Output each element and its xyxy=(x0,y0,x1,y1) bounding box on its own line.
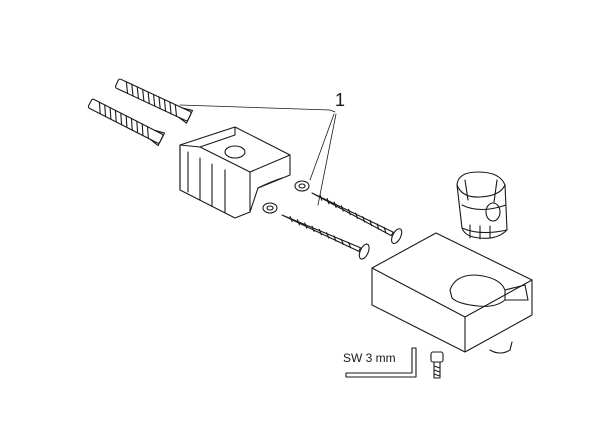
callout-1: 1 xyxy=(179,90,345,206)
leader-to-washer xyxy=(309,113,335,181)
washer-lower xyxy=(262,202,278,214)
set-screw xyxy=(430,351,444,379)
shower-holder-clip xyxy=(456,171,508,240)
tool-label: SW 3 mm xyxy=(343,351,396,365)
leader-to-screw xyxy=(317,113,337,206)
screw-lower xyxy=(281,214,370,260)
callout-number: 1 xyxy=(335,90,345,110)
hex-key xyxy=(345,347,417,378)
wall-plug-upper xyxy=(114,78,194,124)
leader-to-plugs xyxy=(179,104,336,113)
screw-upper xyxy=(311,192,403,245)
hex-key-size-label: SW 3 mm xyxy=(343,351,396,365)
wall-outlet-block xyxy=(371,232,533,354)
washer-upper xyxy=(294,180,310,192)
wall-plug-lower xyxy=(87,98,166,147)
mounting-bracket xyxy=(179,126,291,219)
